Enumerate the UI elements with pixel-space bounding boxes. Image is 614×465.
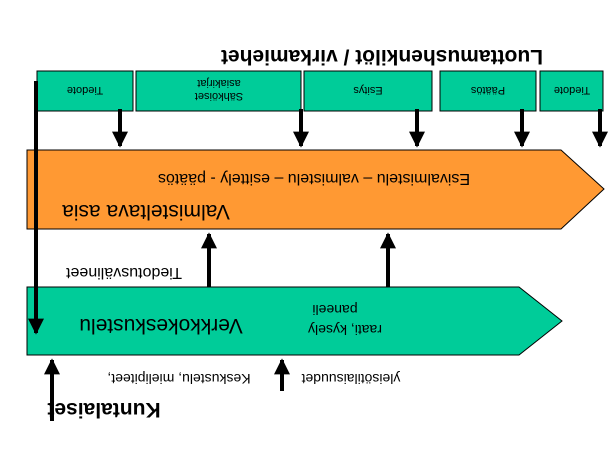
process-name: Valmisteltava asia (62, 200, 230, 223)
process-stages: Esivalmistelu – valmistelu – esittely - … (158, 170, 470, 187)
bottom-note-right: yleisötilaisuudet (301, 371, 400, 387)
top-box-2-label-line2: asiakirjat (197, 77, 240, 89)
top-box-3-label: Esitys (353, 84, 383, 96)
diagram-title: Luottamushenkilöt / virkamiehet (221, 45, 543, 68)
participation-name: Verkkokeskustelu (79, 314, 242, 337)
bottom-note-left: Keskustelu, mielipiteet, (107, 371, 250, 387)
participation-tools-line2: raati, kysely (308, 322, 382, 338)
top-box-2: Sähköiset asiakirjat (135, 70, 302, 112)
top-box-3: Esitys (303, 70, 433, 112)
arrows (28, 81, 608, 421)
top-box-2-label-line1: Sähköiset (195, 90, 243, 102)
top-box-1: Tiedote (36, 70, 134, 112)
top-box-1-label: Tiedote (67, 84, 103, 96)
top-box-4-label: Päätös (470, 84, 505, 96)
bottom-title: Kuntalaiset (47, 398, 160, 421)
info-label: Tiedotusvälineet (65, 264, 181, 281)
top-box-5: Tiedote (539, 70, 604, 112)
top-box-5-label: Tiedote (554, 84, 590, 96)
participation-band: Verkkokeskustelu paneeli raati, kysely (26, 286, 563, 356)
top-box-4: Päätös (439, 70, 537, 112)
process-band: Esivalmistelu – valmistelu – esittely - … (26, 149, 605, 230)
participation-tools-line1: paneeli (312, 302, 357, 318)
